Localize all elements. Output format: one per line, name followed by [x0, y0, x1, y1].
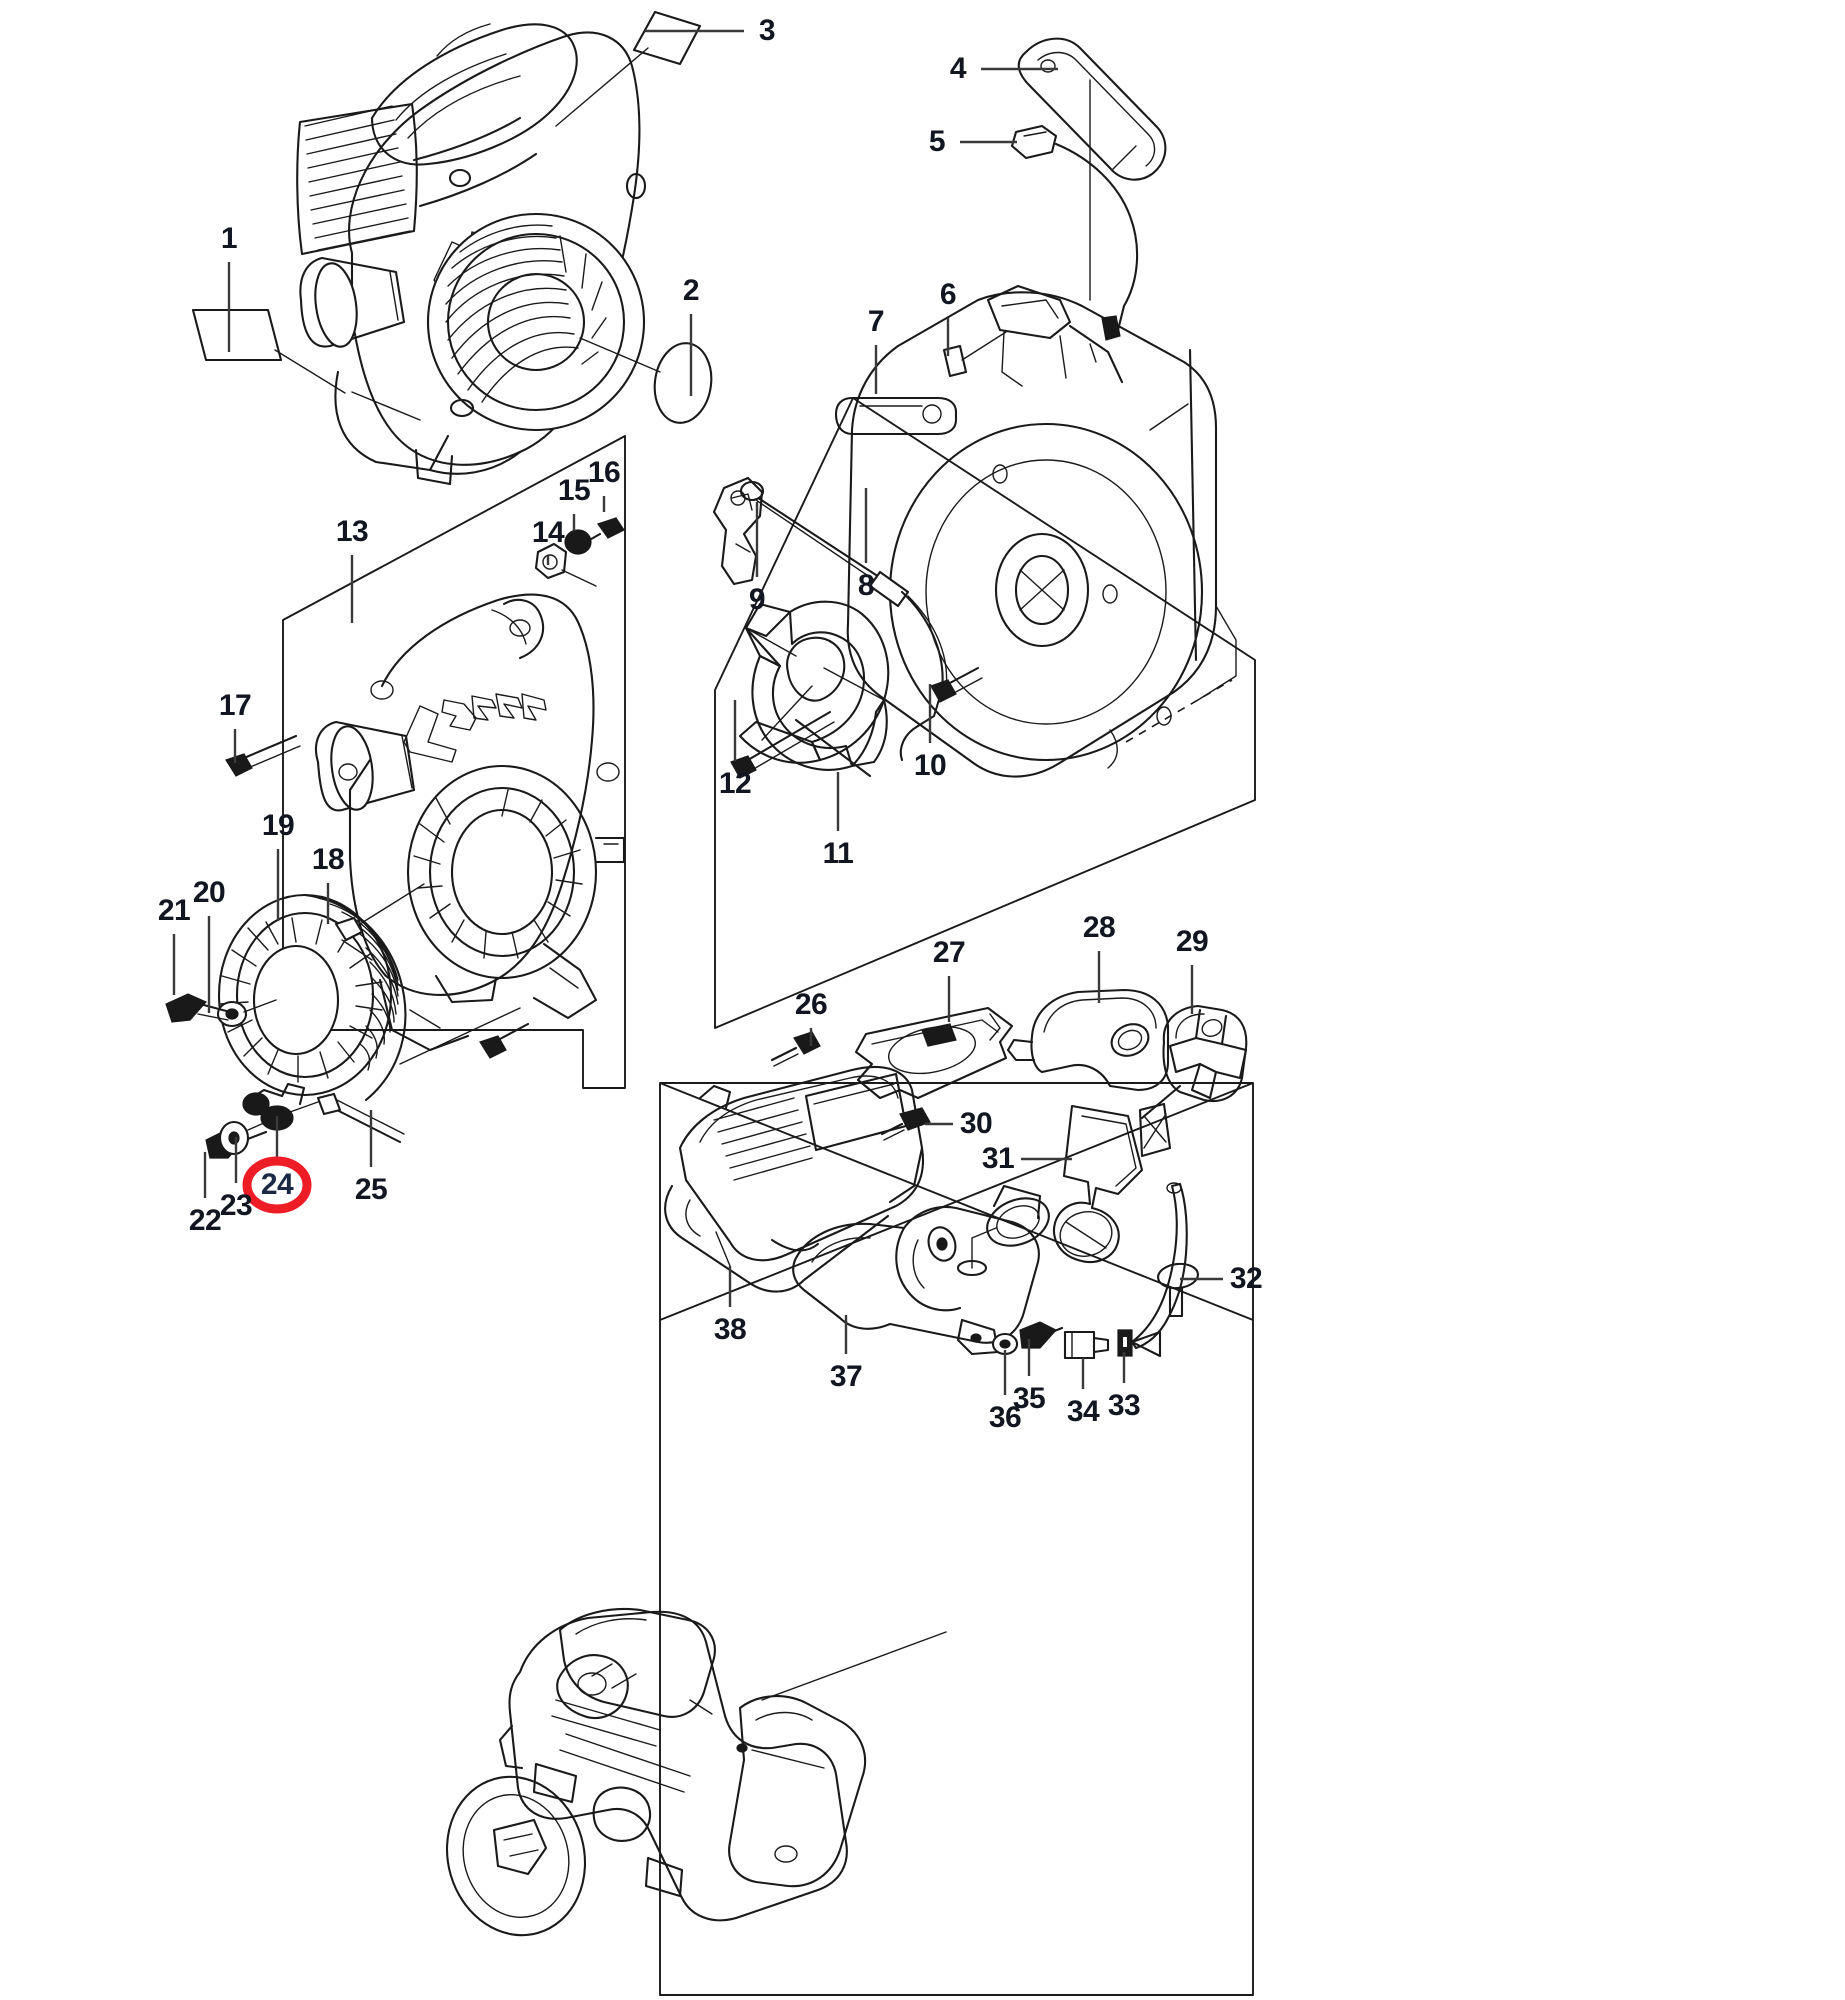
- part-8-throttle-rod: [739, 480, 948, 762]
- callout-number-27: 27: [932, 936, 966, 969]
- callout-number-23: 23: [219, 1189, 253, 1222]
- section-frame-diagonal-lines: [659, 1082, 1254, 1321]
- callout-number-12: 12: [718, 767, 752, 800]
- callout-number-2: 2: [682, 274, 700, 307]
- callout-leader-lines: [172, 29, 1223, 1395]
- callout-number-9: 9: [748, 583, 766, 616]
- part-27-air-cleaner-plate: [854, 1006, 1014, 1100]
- part-33-clip: [1117, 1329, 1133, 1357]
- callout-number-15: 15: [557, 474, 591, 507]
- callout-number-19: 19: [261, 809, 295, 842]
- part-26-screw: [770, 1031, 821, 1067]
- callout-number-22: 22: [188, 1204, 222, 1237]
- part-10-screw: [930, 666, 983, 703]
- section-frame-fan-case: [714, 397, 1256, 1029]
- callout-number-35: 35: [1012, 1382, 1046, 1415]
- callout-number-31: 31: [981, 1142, 1015, 1175]
- callout-number-34: 34: [1066, 1395, 1100, 1428]
- part-13-engine-cover: [314, 593, 626, 1059]
- callout-number-26: 26: [794, 988, 828, 1021]
- callout-number-5: 5: [928, 125, 946, 158]
- part-3-label-plate: [555, 10, 702, 127]
- callout-number-4: 4: [949, 52, 967, 85]
- callout-number-25: 25: [354, 1173, 388, 1206]
- part-24-bracket-clip: [242, 1082, 306, 1116]
- part-31-cap-retainer: [1053, 1102, 1172, 1264]
- part-1-nameplate: [191, 308, 346, 394]
- callout-number-36: 36: [988, 1401, 1022, 1434]
- section-frame-air-cleaner: [659, 1082, 1254, 1996]
- callout-number-6: 6: [939, 278, 957, 311]
- part-21-bolt: [165, 993, 232, 1023]
- callout-number-20: 20: [192, 876, 226, 909]
- callout-number-28: 28: [1082, 911, 1116, 944]
- part-17-screw: [225, 734, 301, 777]
- callout-number-13: 13: [335, 515, 369, 548]
- part-5-stop-switch: [1010, 124, 1139, 341]
- part-32-fuel-hose: [1130, 1182, 1199, 1358]
- engraved-4-stroke-bottom: [403, 693, 547, 763]
- engine-assembly: [445, 1607, 947, 1937]
- callout-number-21: 21: [157, 894, 191, 927]
- part-25-shaft: [316, 1092, 405, 1144]
- callout-number-3: 3: [758, 14, 776, 47]
- callout-number-1: 1: [220, 222, 238, 255]
- callout-number-8: 8: [857, 569, 875, 602]
- highlight-ring-part-24: [242, 1156, 312, 1214]
- callout-number-10: 10: [913, 749, 947, 782]
- callout-number-24: 24: [260, 1168, 294, 1201]
- part-7-throttle-bar: [834, 396, 958, 436]
- callout-number-16: 16: [587, 456, 621, 489]
- cover-screw: [479, 1022, 530, 1059]
- part-16-screw: [584, 517, 625, 544]
- callout-number-18: 18: [311, 843, 345, 876]
- callout-number-37: 37: [829, 1360, 863, 1393]
- part-15-grommet: [564, 529, 592, 555]
- part-12-screw: [730, 710, 835, 779]
- part-14-bushing: [534, 542, 597, 587]
- blower-main-body: [296, 23, 647, 486]
- part-11-impeller: [738, 600, 890, 778]
- part-28-intake-elbow: [1006, 988, 1170, 1092]
- part-24-nut: [260, 1101, 319, 1131]
- callout-number-11: 11: [822, 837, 854, 870]
- callout-number-38: 38: [713, 1313, 747, 1346]
- part-6-grommet: [942, 331, 1007, 378]
- callout-number-7: 7: [867, 305, 885, 338]
- part-38-air-cleaner-cover: [664, 1065, 924, 1293]
- part-2-gasket: [579, 337, 713, 424]
- callout-number-33: 33: [1107, 1389, 1141, 1422]
- callout-number-29: 29: [1175, 925, 1209, 958]
- part-30-screw: [880, 1107, 931, 1141]
- part-29-fuel-cap: [1140, 1004, 1248, 1120]
- callout-number-17: 17: [218, 689, 252, 722]
- callout-number-14: 14: [531, 516, 565, 549]
- part-9-throttle-lever: [712, 476, 764, 586]
- part-37-fuel-tank: [792, 1184, 1050, 1356]
- part-34-fuel-filter: [1063, 1330, 1110, 1360]
- callout-number-30: 30: [959, 1107, 993, 1140]
- part-35-bolt: [1019, 1321, 1064, 1349]
- fan-case-assembly: [846, 284, 1237, 778]
- part-36-washer: [991, 1332, 1019, 1356]
- callout-number-32: 32: [1229, 1262, 1263, 1295]
- part-4-rear-handle: [1017, 37, 1167, 181]
- section-frame-engine-cover: [282, 435, 626, 1089]
